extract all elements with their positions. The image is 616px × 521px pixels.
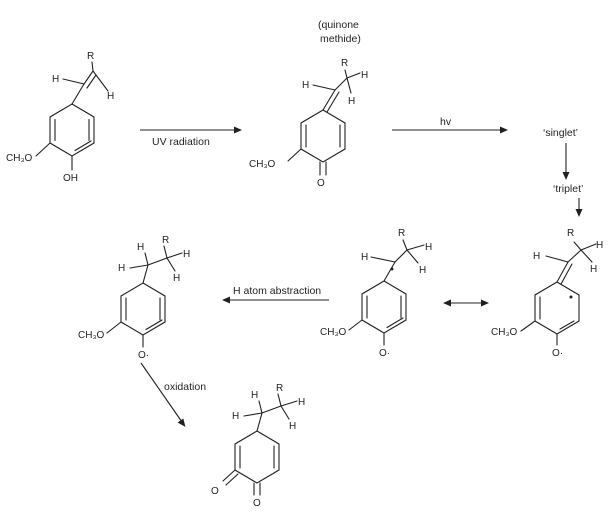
atom-h: H (302, 80, 309, 91)
atom-r: R (162, 235, 169, 246)
atom-h: H (425, 242, 432, 253)
atom-h: H (232, 411, 239, 422)
atom-h: H (183, 249, 190, 260)
molecule-triplet-diradical: R H H H CH₃O O· (491, 228, 603, 359)
atom-hydroxyl: OH (63, 173, 78, 184)
atom-methoxy: CH₃O (249, 159, 276, 170)
atom-h: H (361, 70, 368, 81)
arrow-oxidation (140, 362, 186, 427)
atom-oxygen-radical: O· (552, 348, 563, 359)
atom-h: H (361, 252, 368, 263)
atom-h: H (419, 265, 426, 276)
label-singlet: ‘singlet’ (543, 127, 578, 139)
label-triplet: ‘triplet’ (553, 183, 583, 195)
atom-h: H (533, 251, 540, 262)
atom-oxygen-radical: O· (379, 348, 390, 359)
arrow-hv (392, 126, 508, 134)
molecule-starting-phenol: R H H CH₃O OH (6, 51, 114, 184)
atom-methoxy: CH₃O (491, 327, 518, 338)
atom-h: H (596, 240, 603, 251)
atom-h: H (590, 264, 597, 275)
atom-h: H (173, 273, 180, 284)
atom-h: H (251, 390, 258, 401)
atom-h: H (118, 263, 125, 274)
atom-h: H (52, 74, 59, 85)
atom-r: R (398, 228, 405, 239)
atom-methoxy: CH₃O (78, 330, 105, 341)
atom-oxygen: O (317, 178, 325, 189)
label-h-atom-abstraction: H atom abstraction (233, 285, 321, 297)
molecule-phenoxy-radical: R H H H CH₃O O· (320, 228, 432, 359)
atom-oxygen-radical: O· (138, 350, 149, 361)
atom-r: R (87, 51, 94, 62)
label-quinone-methide: methide) (320, 33, 361, 45)
label-uv-radiation: UV radiation (152, 136, 210, 148)
radical-dot (390, 267, 394, 271)
atom-r: R (341, 58, 348, 69)
atom-h: H (137, 242, 144, 253)
atom-oxygen: O (253, 498, 261, 509)
label-oxidation: oxidation (164, 381, 206, 393)
atom-r: R (276, 383, 283, 394)
label-quinone-methide: (quinone (318, 19, 359, 31)
molecule-quinone-methide: R H H H CH₃O O (249, 58, 368, 189)
radical-dot (569, 295, 573, 299)
resonance-arrow (443, 299, 489, 307)
molecule-ortho-quinone: R H H H H O O (211, 383, 305, 509)
arrow-uv-radiation (140, 126, 242, 134)
atom-h: H (298, 397, 305, 408)
arrow-h-atom-abstraction (222, 296, 329, 304)
label-hv: hv (440, 116, 452, 128)
atom-h: H (348, 96, 355, 107)
arrow-triplet-to-diradical (575, 198, 583, 217)
molecule-dihydro-phenoxy-radical: R H H H H CH₃O O· (78, 235, 190, 361)
atom-methoxy: CH₃O (6, 153, 33, 164)
atom-r: R (567, 228, 574, 239)
atom-methoxy: CH₃O (320, 327, 347, 338)
atom-oxygen: O (211, 486, 219, 497)
atom-h: H (289, 421, 296, 432)
arrow-singlet-to-triplet (562, 143, 570, 180)
atom-h: H (107, 91, 114, 102)
